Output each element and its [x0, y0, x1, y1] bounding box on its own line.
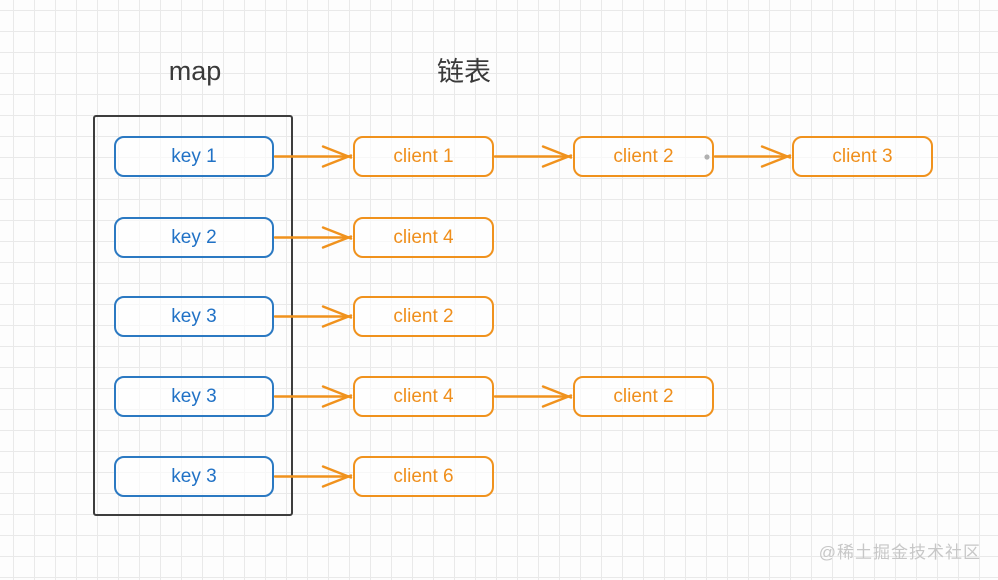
client-label: client 6 — [393, 465, 454, 487]
client-label: client 1 — [393, 145, 454, 167]
arrow — [493, 385, 573, 408]
key-box: key 3 — [114, 456, 274, 497]
client-box: client 4 — [353, 217, 494, 258]
client-label: client 4 — [393, 226, 454, 248]
key-box: key 1 — [114, 136, 274, 177]
client-label: client 2 — [613, 145, 674, 167]
client-label: client 3 — [832, 145, 893, 167]
key-label: key 1 — [171, 145, 217, 167]
key-label: key 3 — [171, 305, 217, 327]
client-box: client 6 — [353, 456, 494, 497]
key-box: key 3 — [114, 376, 274, 417]
client-box: client 1 — [353, 136, 494, 177]
key-label: key 3 — [171, 385, 217, 407]
client-box: client 4 — [353, 376, 494, 417]
watermark: @稀土掘金技术社区 — [818, 543, 981, 562]
client-box: client 3 — [792, 136, 933, 177]
key-label: key 3 — [171, 465, 217, 487]
key-label: key 2 — [171, 226, 217, 248]
client-box: client 2 — [573, 376, 714, 417]
key-box: key 2 — [114, 217, 274, 258]
client-box: client 2 — [353, 296, 494, 337]
client-box: client 2 — [573, 136, 714, 177]
client-label: client 2 — [393, 305, 454, 327]
linked-list-title: 链表 — [437, 57, 491, 87]
arrow — [713, 145, 792, 168]
client-label: client 2 — [613, 385, 674, 407]
client-label: client 4 — [393, 385, 454, 407]
arrow — [493, 145, 573, 168]
key-box: key 3 — [114, 296, 274, 337]
map-title: map — [168, 56, 222, 86]
